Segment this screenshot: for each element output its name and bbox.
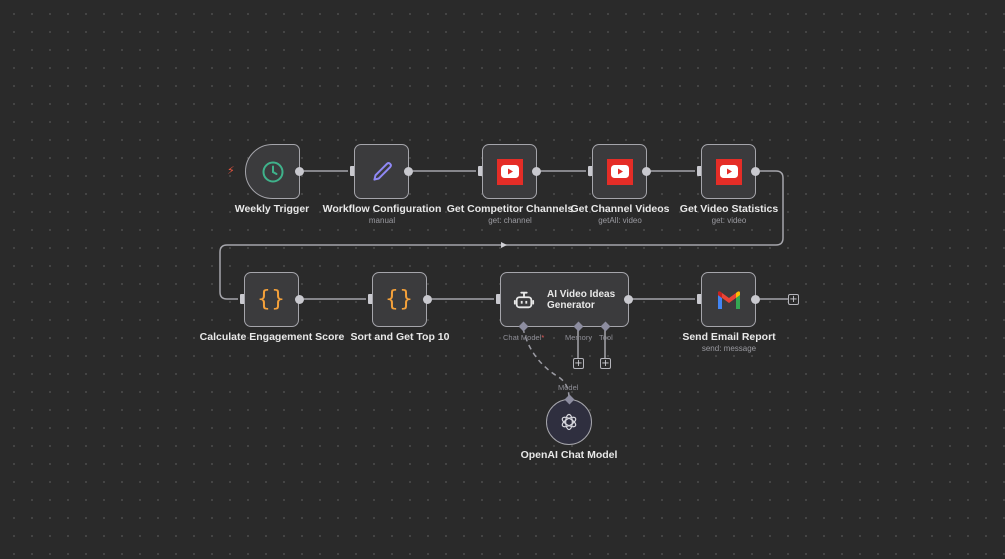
openai-icon <box>561 413 577 431</box>
node-title: OpenAI Chat Model <box>520 449 618 461</box>
input-handle[interactable] <box>350 166 355 176</box>
wire-direction-arrow <box>501 242 507 248</box>
node-title: Calculate Engagement Score <box>199 331 345 343</box>
node-title: Get Video Statistics <box>679 203 779 215</box>
node-send-email-report[interactable] <box>701 272 756 327</box>
node-get-video-statistics[interactable] <box>701 144 756 199</box>
input-handle[interactable] <box>588 166 593 176</box>
node-title: Get Competitor Channels <box>446 203 574 215</box>
youtube-icon <box>496 158 523 185</box>
trigger-bolt-icon: ⚡ <box>227 164 235 177</box>
add-memory-button[interactable]: + <box>573 358 584 369</box>
pencil-icon <box>372 161 392 181</box>
node-get-channel-videos[interactable] <box>592 144 647 199</box>
input-handle[interactable] <box>368 294 373 304</box>
node-subtitle: manual <box>368 216 396 225</box>
output-handle[interactable] <box>642 167 651 176</box>
robot-icon <box>513 291 535 308</box>
node-title: AI Video Ideas Generator <box>547 288 616 311</box>
node-title: Sort and Get Top 10 <box>350 331 450 343</box>
output-handle[interactable] <box>404 167 413 176</box>
node-subtitle: getAll: video <box>598 216 642 225</box>
youtube-icon <box>715 158 742 185</box>
input-handle[interactable] <box>697 294 702 304</box>
output-handle[interactable] <box>751 167 760 176</box>
add-next-node-button[interactable]: + <box>788 294 799 305</box>
node-title: Weekly Trigger <box>234 203 310 215</box>
output-handle[interactable] <box>423 295 432 304</box>
output-handle[interactable] <box>532 167 541 176</box>
node-title: Workflow Configuration <box>322 203 442 215</box>
model-port-label: Model <box>558 383 579 392</box>
output-handle[interactable] <box>624 295 633 304</box>
node-subtitle: get: channel <box>488 216 532 225</box>
output-handle[interactable] <box>295 295 304 304</box>
node-openai-chat-model[interactable] <box>546 399 592 445</box>
node-title: Get Channel Videos <box>570 203 670 215</box>
youtube-icon <box>606 158 633 185</box>
node-sort-and-get-top-10[interactable]: {} <box>372 272 427 327</box>
clock-icon <box>262 161 283 182</box>
node-subtitle: get: video <box>711 216 747 225</box>
memory-port-label: Memory <box>565 333 593 342</box>
code-braces-icon: {} <box>385 287 414 312</box>
gmail-icon <box>717 290 740 309</box>
add-tool-button[interactable]: + <box>600 358 611 369</box>
node-ai-video-ideas-generator[interactable]: AI Video Ideas Generator <box>500 272 629 327</box>
chat-model-port-label: Chat Model* <box>503 333 545 342</box>
output-handle[interactable] <box>751 295 760 304</box>
tool-port-label: Tool <box>599 333 613 342</box>
code-braces-icon: {} <box>257 287 286 312</box>
input-handle[interactable] <box>240 294 245 304</box>
input-handle[interactable] <box>496 294 501 304</box>
input-handle[interactable] <box>697 166 702 176</box>
node-calculate-engagement-score[interactable]: {} <box>244 272 299 327</box>
node-title: Send Email Report <box>682 331 776 343</box>
node-subtitle: send: message <box>701 344 757 353</box>
input-handle[interactable] <box>478 166 483 176</box>
node-weekly-trigger[interactable] <box>245 144 300 199</box>
node-workflow-configuration[interactable] <box>354 144 409 199</box>
output-handle[interactable] <box>295 167 304 176</box>
node-get-competitor-channels[interactable] <box>482 144 537 199</box>
